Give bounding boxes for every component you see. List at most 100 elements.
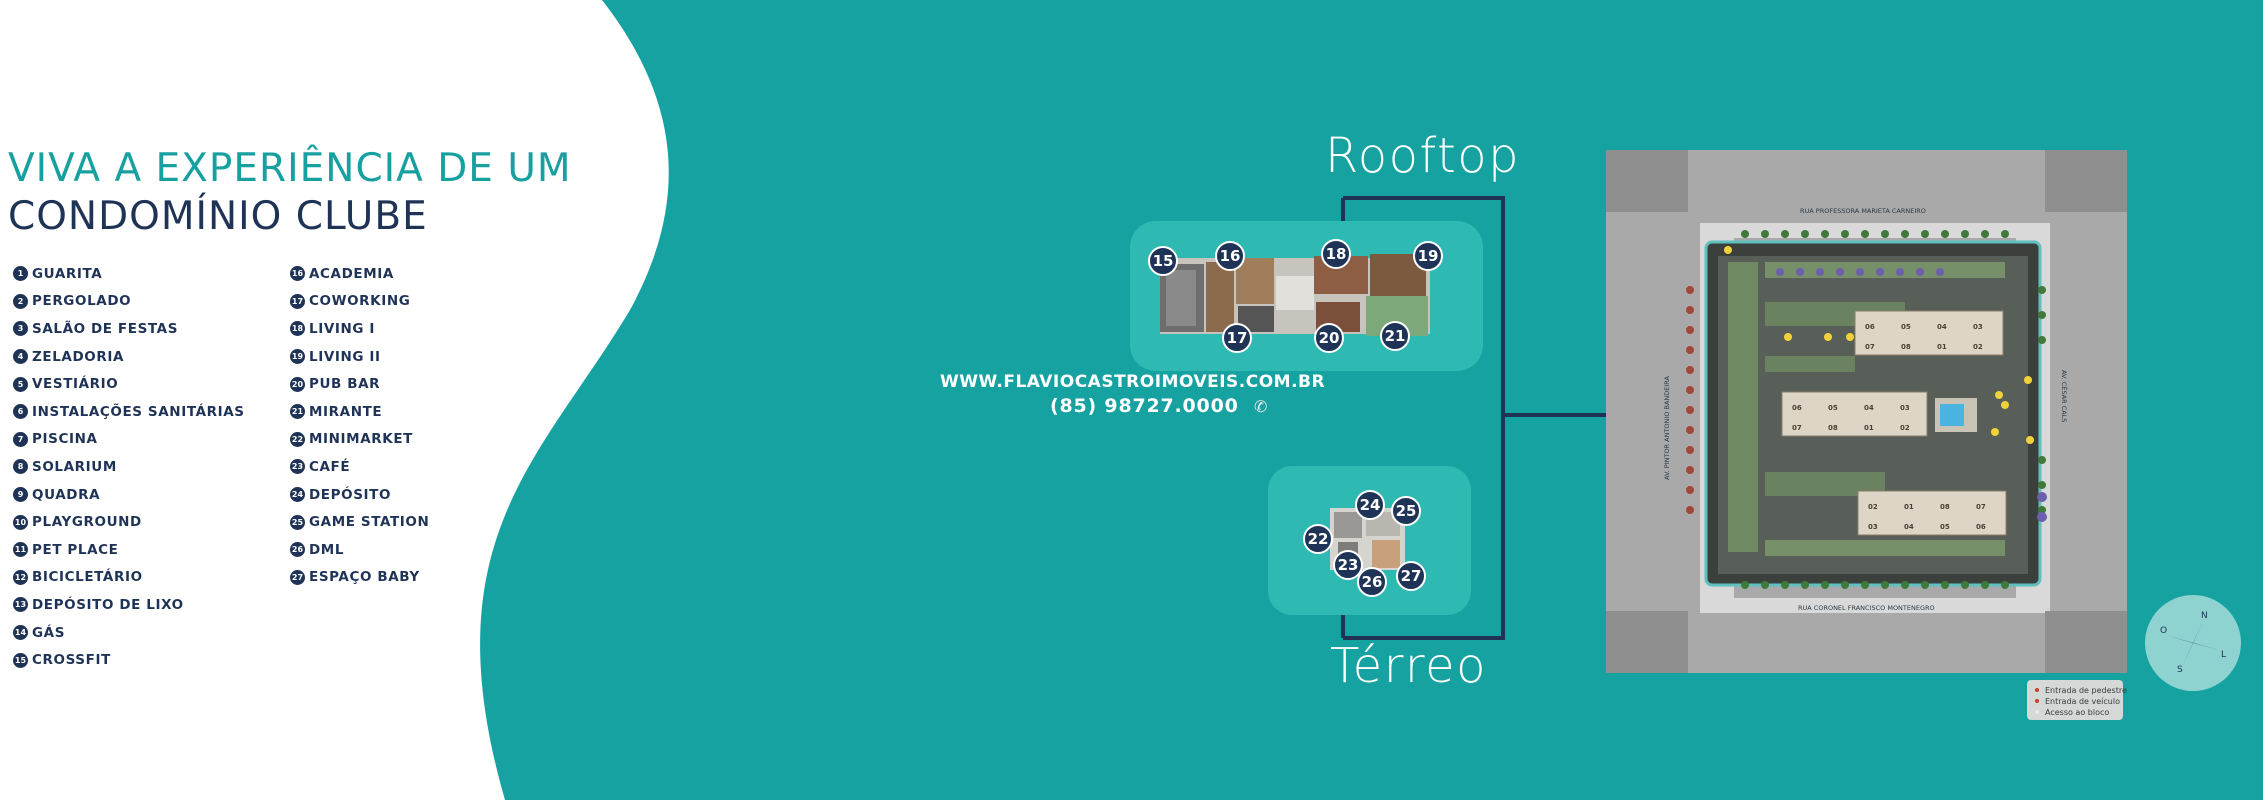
floorplan-tag-number: 25	[1396, 502, 1417, 520]
legend-label: VESTIÁRIO	[32, 376, 119, 393]
phone-number: (85) 98727.0000	[1050, 395, 1239, 417]
website-url: WWW.FLAVIOCASTROIMOVEIS.COM.BR	[940, 372, 1326, 392]
tower-unit-label: 03	[1900, 404, 1910, 412]
whatsapp-icon: ✆	[1254, 397, 1269, 416]
floorplan-tag-circle	[1148, 246, 1178, 276]
legend-number-badge: 9	[13, 487, 28, 503]
legend-label: LIVING II	[309, 348, 381, 365]
floorplan-tag-number: 27	[1401, 567, 1422, 585]
map-legend: Entrada de pedestre Entrada de veículo A…	[2035, 686, 2127, 717]
legend-number-badge: 13	[13, 597, 28, 613]
legend-number-badge: 27	[290, 569, 305, 585]
legend-label: ACADEMIA	[309, 265, 394, 282]
svg-text:S: S	[2177, 665, 2183, 675]
tower-unit-label: 06	[1792, 404, 1802, 412]
floorplan-tag-number: 17	[1227, 329, 1248, 347]
svg-text:L: L	[2221, 650, 2226, 660]
floorplan-tag-number: 16	[1220, 247, 1241, 265]
floorplan-tag-number: 18	[1326, 245, 1347, 263]
map-legend-block-access: Acesso ao bloco	[2045, 708, 2109, 717]
tower-unit-label: 03	[1868, 523, 1878, 531]
floorplan-tag-number: 26	[1362, 573, 1383, 591]
map-legend-box	[2027, 680, 2123, 720]
floorplan-tag-circle	[1380, 321, 1410, 351]
legend-label: INSTALAÇÕES SANITÁRIAS	[32, 403, 245, 420]
legend-label: LIVING I	[309, 320, 375, 337]
tower-unit-label: 08	[1940, 503, 1950, 511]
legend-number-badge: 18	[290, 321, 305, 337]
tower-unit-label: 04	[1904, 523, 1914, 531]
svg-text:O: O	[2160, 626, 2167, 636]
legend-number-badge: 14	[13, 625, 28, 641]
legend-number-badge: 10	[13, 514, 28, 530]
legend-number-badge: 20	[290, 376, 305, 392]
page-title-line-2: CONDOMÍNIO CLUBE	[8, 194, 428, 239]
legend-label: PUB BAR	[309, 376, 381, 393]
compass-icon: N S O L	[2145, 595, 2241, 691]
legend-number-badge: 17	[290, 293, 305, 309]
legend-number-badge: 19	[290, 349, 305, 365]
page-title-line-1: VIVA A EXPERIÊNCIA DE UM	[8, 146, 572, 191]
legend-label: CROSSFIT	[32, 652, 111, 669]
legend-label: ESPAÇO BABY	[309, 569, 420, 586]
legend-label: MINIMARKET	[309, 431, 413, 448]
legend-number-badge: 1	[13, 266, 28, 282]
floorplan-tag-circle	[1333, 550, 1363, 580]
floorplan-tag-circle	[1357, 567, 1387, 597]
tower-unit-label: 08	[1901, 343, 1911, 351]
tower-unit-label: 05	[1828, 404, 1838, 412]
tower-unit-label: 04	[1864, 404, 1874, 412]
tower-unit-label: 02	[1868, 503, 1878, 511]
site-plan	[1606, 150, 2127, 673]
legend-number-badge: 25	[290, 514, 305, 530]
tower-unit-label: 06	[1976, 523, 1986, 531]
legend-label: PLAYGROUND	[32, 514, 142, 531]
legend-label: DML	[309, 541, 345, 558]
street-left-label: AV. PINTOR ANTONIO BANDEIRA	[1663, 375, 1671, 480]
legend-number-badge: 24	[290, 487, 305, 503]
floorplan-tag-circle	[1303, 524, 1333, 554]
legend-number-badge: 4	[13, 349, 28, 365]
legend-label: PISCINA	[32, 431, 98, 448]
svg-text:N: N	[2201, 611, 2208, 621]
legend-number-badge: 11	[13, 542, 28, 558]
legend-label: GUARITA	[32, 265, 103, 282]
legend-label: ZELADORIA	[32, 348, 125, 365]
floorplan-tag-number: 24	[1360, 496, 1381, 514]
legend-label: QUADRA	[32, 486, 101, 503]
map-legend-pedestrian: Entrada de pedestre	[2045, 686, 2127, 695]
tower-unit-label: 02	[1973, 343, 1983, 351]
legend-number-badge: 15	[13, 652, 28, 668]
map-legend-vehicle: Entrada de veículo	[2045, 697, 2120, 706]
legend-number-badge: 8	[13, 459, 28, 475]
legend-label: DEPÓSITO	[309, 486, 392, 503]
legend-label: PERGOLADO	[32, 293, 132, 310]
rooftop-floorplan	[1160, 254, 1430, 336]
legend-label: SOLARIUM	[32, 458, 117, 475]
floorplan-tag-number: 23	[1338, 556, 1359, 574]
